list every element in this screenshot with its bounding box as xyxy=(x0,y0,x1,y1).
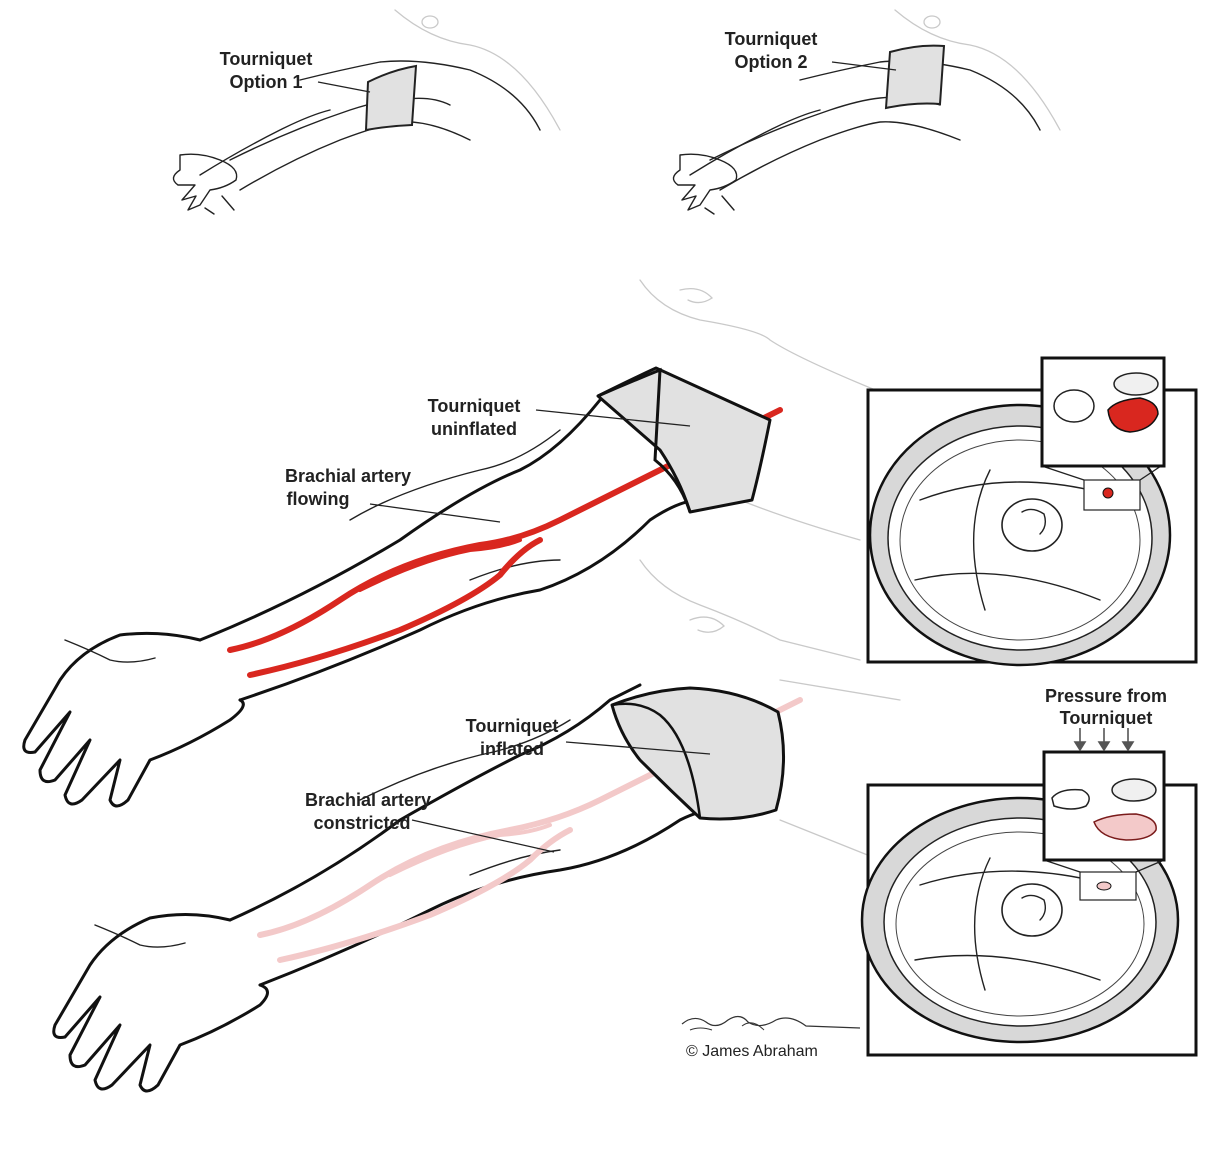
label-option-2-line-2: Option 2 xyxy=(735,52,808,72)
label-flowing-line-1: Brachial artery xyxy=(285,466,411,486)
tourniquet-band-option-2 xyxy=(886,46,944,108)
tourniquet-band-option-1 xyxy=(366,66,416,130)
label-option-2-line-1: Tourniquet xyxy=(725,29,818,49)
humerus-bone xyxy=(1002,499,1062,551)
arm-option-1 xyxy=(173,10,560,214)
label-uninflated-line-2: uninflated xyxy=(431,419,517,439)
label-pressure-line-2: Tourniquet xyxy=(1060,708,1153,728)
artery-dot-flowing xyxy=(1103,488,1113,498)
label-inflated-line-1: Tourniquet xyxy=(466,716,559,736)
label-pressure-line-1: Pressure from xyxy=(1045,686,1167,706)
cross-section-inflated xyxy=(862,728,1196,1055)
label-constricted-line-2: constricted xyxy=(313,813,410,833)
label-flowing-line-2: flowing xyxy=(287,489,350,509)
arm-inflated xyxy=(54,560,900,1091)
label-constricted-line-1: Brachial artery xyxy=(305,790,431,810)
label-inflated-line-2: inflated xyxy=(480,739,544,759)
cross-section-uninflated xyxy=(868,358,1196,665)
label-option-1-line-2: Option 1 xyxy=(230,72,303,92)
label-option-1-line-1: Tourniquet xyxy=(220,49,313,69)
pressure-arrows xyxy=(1075,728,1133,750)
copyright-text: © James Abraham xyxy=(686,1043,818,1060)
artery-dot-constricted xyxy=(1097,882,1111,890)
signature: © James Abraham xyxy=(682,1016,860,1060)
label-uninflated-line-1: Tourniquet xyxy=(428,396,521,416)
